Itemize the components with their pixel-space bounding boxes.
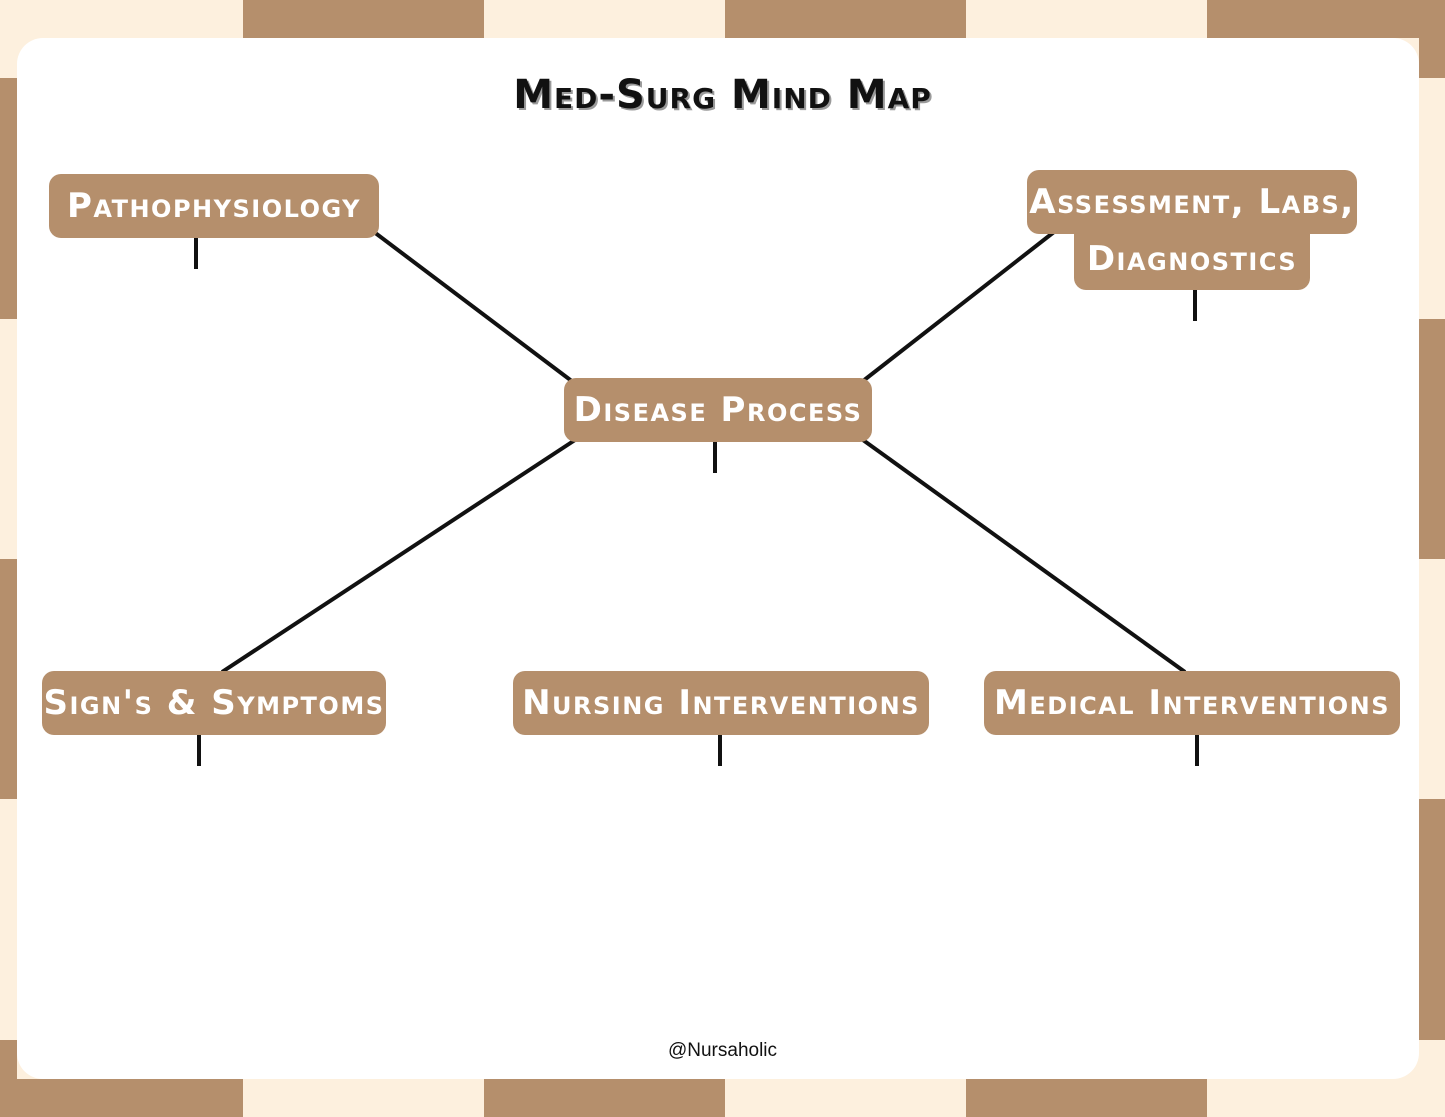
node-pathophysiology: Pathophysiology <box>49 174 379 238</box>
node-assessment-tick <box>1193 290 1197 321</box>
border-tile <box>484 1079 725 1117</box>
border-tile <box>1419 0 1445 78</box>
border-tile <box>1207 0 1445 38</box>
border-tile <box>966 1079 1207 1117</box>
border-tile <box>243 0 484 38</box>
connector-assessment <box>861 230 1056 383</box>
connector-signs-symptoms <box>220 438 577 674</box>
border-tile <box>725 0 966 38</box>
border-tile <box>0 1079 243 1117</box>
node-assessment-bottom: Diagnostics <box>1074 228 1310 290</box>
node-signs-symptoms-label: Sign's & Symptoms <box>43 683 385 723</box>
node-medical-interventions-tick <box>1195 735 1199 766</box>
node-nursing-interventions: Nursing Interventions <box>513 671 929 735</box>
node-nursing-interventions-label: Nursing Interventions <box>522 683 920 723</box>
node-pathophysiology-tick <box>194 238 198 269</box>
node-assessment-label-line2: Diagnostics <box>1086 239 1298 279</box>
border-tile <box>0 1040 17 1117</box>
node-disease-process-label: Disease Process <box>573 390 863 430</box>
node-assessment-label-line1: Assessment, Labs, <box>1029 182 1355 222</box>
border-tile <box>0 78 17 319</box>
node-medical-interventions: Medical Interventions <box>984 671 1400 735</box>
node-signs-symptoms-tick <box>197 735 201 766</box>
node-disease-process: Disease Process <box>564 378 872 442</box>
border-tile <box>1419 799 1445 1040</box>
connector-pathophysiology <box>372 230 575 384</box>
node-nursing-interventions-tick <box>718 735 722 766</box>
node-pathophysiology-label: Pathophysiology <box>66 186 362 226</box>
node-signs-symptoms: Sign's & Symptoms <box>42 671 386 735</box>
border-tile <box>0 559 17 799</box>
node-medical-interventions-label: Medical Interventions <box>993 683 1390 723</box>
border-tile <box>1419 319 1445 559</box>
footer-credit: @Nursaholic <box>667 1040 778 1061</box>
node-assessment-top: Assessment, Labs, <box>1027 170 1357 234</box>
node-disease-process-tick <box>713 442 717 473</box>
connector-medical-interventions <box>861 438 1187 674</box>
page-title: Med-Surg Mind Map <box>513 72 932 118</box>
